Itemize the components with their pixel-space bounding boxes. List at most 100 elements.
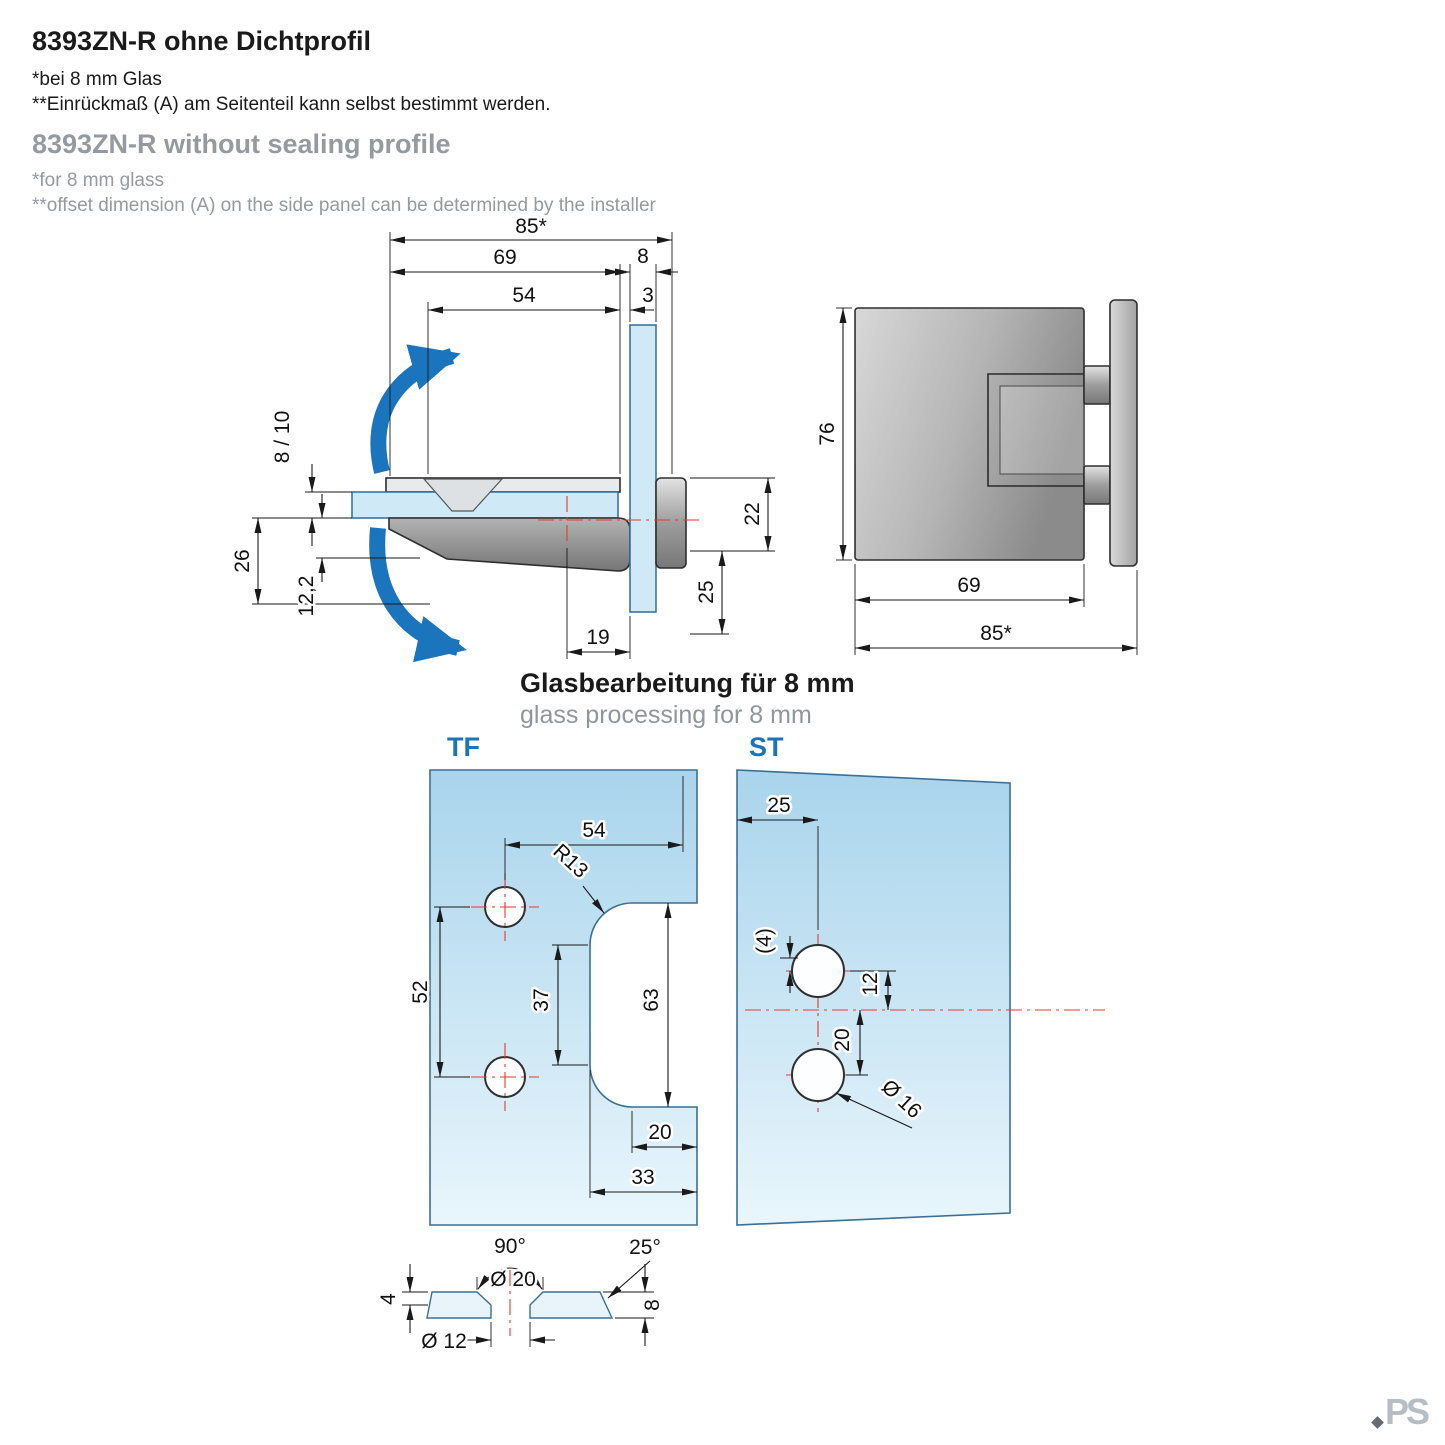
front-view-shapes [854, 299, 1138, 567]
dim-label-st-25: 25 [767, 794, 790, 817]
section-title-de: Glasbearbeitung für 8 mm [520, 668, 855, 698]
clamp-plate-top [385, 477, 621, 493]
dim-label-54: 54 [512, 284, 536, 307]
tf-label: TF [447, 732, 480, 762]
st-glass-outline [736, 769, 1011, 1226]
tf-hole-centerlines [471, 873, 539, 1111]
dim-label-76: 76 [816, 422, 839, 445]
tf-panel-view: TF 54 [407, 732, 698, 1226]
dim-cs-4: 4 [375, 1264, 428, 1333]
mount-bolt-lower [1083, 465, 1111, 505]
st-hole-lower [791, 1048, 845, 1102]
dim-label-dia12: Ø 12 [421, 1330, 467, 1353]
dim-label-tf-52: 52 [409, 980, 432, 1003]
dim-12-2: 12,2 [293, 494, 326, 619]
dim-label-19: 19 [586, 626, 609, 649]
dim-label-st-4: (4) [753, 928, 776, 954]
header-block: 8393ZN-R ohne Dichtprofil *bei 8 mm Glas… [32, 26, 656, 218]
dim-25: 25 [693, 551, 726, 634]
tf-glass-outline [429, 769, 698, 1226]
side-view-extension-lines [252, 232, 775, 659]
dim-76-height: 76 [814, 308, 847, 560]
dim-tf-63: 63 [638, 903, 672, 1107]
dim-label-st-12: 12 [859, 972, 882, 995]
brand-logo: PS [1371, 1391, 1430, 1433]
dim-label-tf-33: 33 [631, 1166, 654, 1189]
st-hole-upper [791, 944, 845, 998]
dim-label-cs-8: 8 [641, 1299, 664, 1311]
dim-label-8-10: 8 / 10 [271, 411, 294, 464]
dim-label-85: 85* [515, 215, 547, 238]
dim-label-cs-4: 4 [377, 1293, 400, 1305]
st-label: ST [749, 732, 784, 762]
dim-3-gap: 3 [596, 282, 656, 314]
dim-st-4: (4) [751, 926, 794, 993]
dim-85-total: 85* [390, 213, 672, 244]
countersink-section-shapes [426, 1291, 614, 1319]
dim-label-22: 22 [741, 502, 764, 525]
dim-69-front: 69 [855, 572, 1084, 604]
dim-label-8: 8 [637, 245, 649, 268]
dim-label-3: 3 [642, 284, 654, 307]
dim-22: 22 [739, 478, 772, 551]
hinge-arm-body [388, 517, 631, 572]
side-view-centerlines [538, 496, 700, 546]
note-glass-en: *for 8 mm glass [32, 170, 164, 191]
dim-85-front: 85* [855, 620, 1137, 652]
product-title-en: 8393ZN-R without sealing profile [32, 129, 451, 159]
dim-label-tf-37: 37 [530, 988, 553, 1011]
swing-arrows [369, 344, 467, 663]
dim-8-glass: 8 [608, 243, 678, 276]
dim-label-tf-20: 20 [648, 1121, 671, 1144]
glass-section-right [529, 1291, 614, 1319]
dim-26: 26 [229, 518, 262, 604]
dim-cs-25deg: 25° [607, 1234, 663, 1299]
countersunk-screw-cone [422, 478, 504, 512]
dim-label-12-2: 12,2 [295, 576, 318, 617]
dim-label-26: 26 [231, 549, 254, 572]
product-title-de: 8393ZN-R ohne Dichtprofil [32, 26, 372, 56]
dim-label-25deg: 25° [629, 1236, 661, 1259]
dim-st-12: 12 [857, 970, 892, 1010]
dim-tf-54: 54 [505, 817, 683, 849]
swing-arrow-up [370, 344, 461, 474]
back-clamp-block [655, 477, 687, 569]
glass-processing-title: Glasbearbeitung für 8 mm glass processin… [520, 668, 855, 729]
dim-label-dia20: Ø 20 [490, 1268, 536, 1291]
brand-logo-text: PS [1384, 1391, 1430, 1432]
dim-label-90deg: 90° [494, 1235, 526, 1258]
side-view-shapes [351, 324, 687, 613]
dim-8-10-glass-range: 8 / 10 [269, 408, 316, 546]
st-panel-view: ST 25 (4) [736, 732, 1105, 1226]
countersink-detail: 90° Ø 20 25° 4 [375, 1233, 667, 1356]
dim-label-25: 25 [695, 580, 718, 603]
dim-54-insert: 54 [428, 282, 620, 314]
dim-label-st-20: 20 [831, 1028, 854, 1051]
dim-st-25: 25 [737, 792, 818, 824]
dim-cs-dia12: Ø 12 [419, 1322, 555, 1356]
swing-arrow-down [369, 527, 467, 663]
note-offset-de: **Einrückmaß (A) am Seitenteil kann selb… [32, 94, 551, 115]
dim-label-69: 69 [493, 246, 516, 269]
clamp-slot-outline [987, 373, 1084, 487]
dim-label-tf-54: 54 [582, 819, 606, 842]
side-view: 85* 69 8 54 3 8 / [229, 213, 775, 663]
note-offset-en: **offset dimension (A) on the side panel… [32, 195, 656, 216]
dim-tf-52: 52 [407, 907, 444, 1077]
clamp-tongue [999, 385, 1085, 475]
dim-label-tf-63: 63 [640, 988, 663, 1011]
front-view: 76 69 85* [814, 299, 1138, 655]
dim-19: 19 [567, 624, 630, 656]
dim-tf-37: 37 [528, 945, 562, 1065]
dim-cs-8: 8 [603, 1264, 667, 1346]
mount-bolt-upper [1083, 365, 1111, 405]
side-panel-glass [629, 324, 657, 613]
section-title-en: glass processing for 8 mm [520, 701, 812, 729]
glass-section-left [426, 1291, 492, 1319]
dim-label-69-front: 69 [957, 574, 980, 597]
note-glass-de: *bei 8 mm Glas [32, 69, 162, 90]
dim-label-85-front: 85* [980, 622, 1012, 645]
dim-tf-33: 33 [590, 1164, 697, 1196]
